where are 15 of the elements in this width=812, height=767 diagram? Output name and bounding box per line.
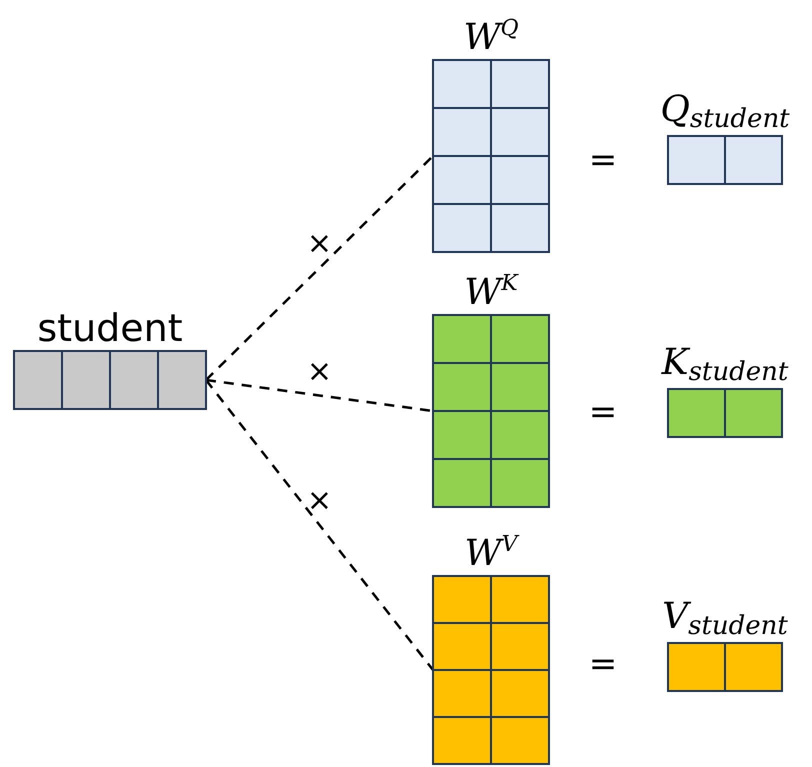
matrix-label: W$^{V}$: [464, 534, 518, 576]
multiply-sign: ×: [306, 229, 332, 259]
equals-sign: =: [588, 395, 618, 429]
vector-label: Q$_{student}$: [660, 92, 790, 136]
multiply-sign: ×: [306, 486, 332, 516]
vector-label: V$_{student}$: [662, 599, 788, 643]
matrix-label: W$^{K}$: [464, 273, 518, 315]
vector-label: K$_{student}$: [662, 345, 788, 389]
equals-sign: =: [588, 647, 618, 681]
equals-sign: =: [588, 143, 618, 177]
matrix-label: W$^{Q}$: [463, 18, 519, 60]
multiply-sign: ×: [306, 356, 332, 386]
vector-label: student: [37, 309, 183, 351]
dashed-line: [205, 379, 434, 671]
dashed-line: [205, 155, 434, 381]
